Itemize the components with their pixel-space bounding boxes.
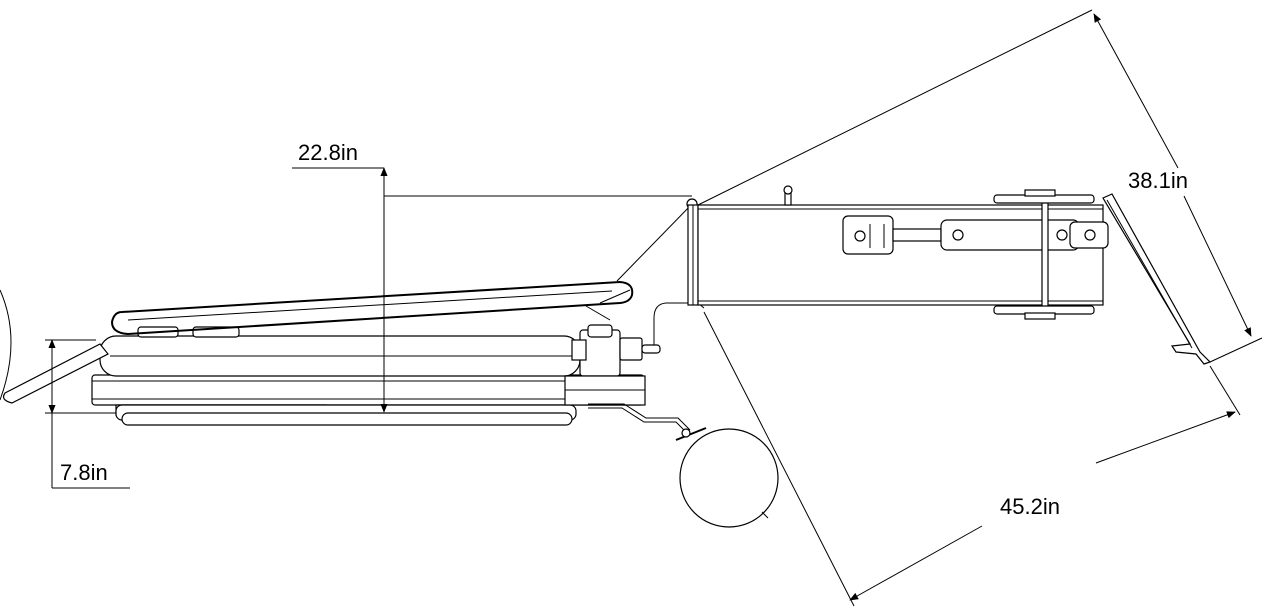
drum-assembly xyxy=(588,403,779,528)
dimension-22.8in: 22.8in xyxy=(292,140,692,413)
left-edge-arc xyxy=(0,289,12,401)
dimension-label-38.1in: 38.1in xyxy=(1128,168,1188,193)
dimension-label-45.2in: 45.2in xyxy=(1000,494,1060,519)
dimension-45.2in: 45.2in xyxy=(703,311,1241,607)
dimension-38.1in: 38.1in xyxy=(697,9,1263,363)
dimension-7.8in: 7.8in xyxy=(45,339,130,489)
arm-assembly xyxy=(653,185,1212,365)
base-assembly xyxy=(2,202,694,426)
dimension-label-7.8in: 7.8in xyxy=(60,460,108,485)
dimension-label-22.8in: 22.8in xyxy=(298,140,358,165)
